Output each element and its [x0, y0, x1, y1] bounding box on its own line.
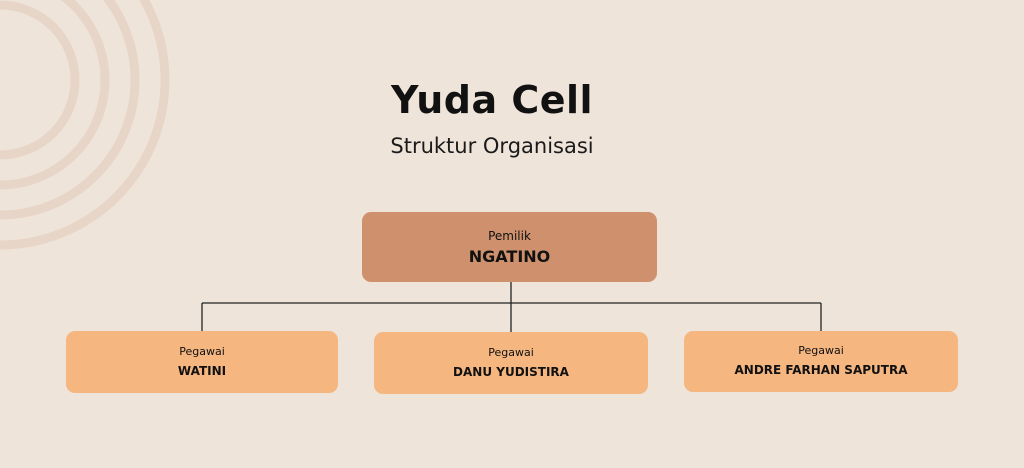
decorative-concentric-arcs — [0, 0, 170, 250]
diagram-subtitle: Struktur Organisasi — [390, 134, 594, 158]
employee-box-3: Pegawai ANDRE FARHAN SAPUTRA — [684, 331, 958, 392]
employee-role: Pegawai — [798, 344, 844, 357]
employee-name: DANU YUDISTIRA — [453, 364, 569, 379]
diagram-title: Yuda Cell — [390, 78, 594, 122]
owner-name: NGATINO — [468, 246, 551, 266]
employee-box-1: Pegawai WATINI — [66, 331, 338, 393]
owner-role: Pemilik — [488, 228, 531, 243]
employee-name: WATINI — [177, 363, 227, 378]
employee-box-2: Pegawai DANU YUDISTIRA — [374, 332, 648, 394]
employee-role: Pegawai — [488, 345, 534, 359]
employee-role: Pegawai — [179, 344, 225, 358]
employee-name: ANDRE FARHAN SAPUTRA — [734, 363, 908, 377]
owner-box: Pemilik NGATINO — [362, 212, 657, 282]
